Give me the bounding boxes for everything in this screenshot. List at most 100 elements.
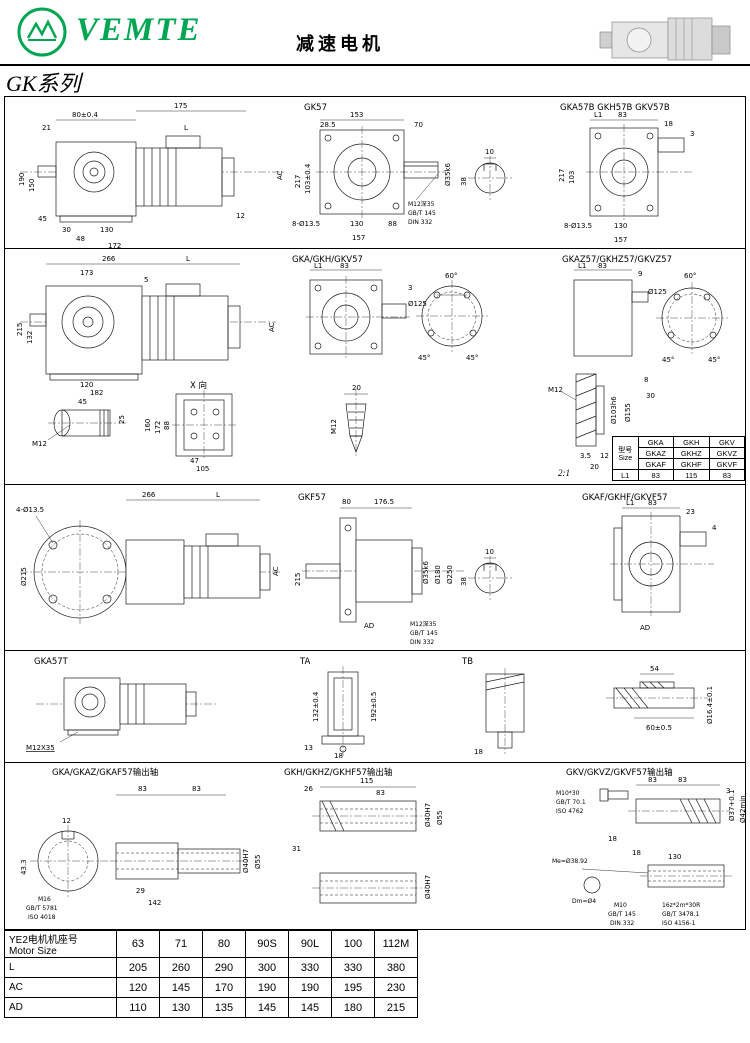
dim-label: 9 bbox=[638, 270, 642, 278]
dim-label: Ø37+0.1 bbox=[728, 790, 736, 821]
dim-cell: 170 bbox=[202, 977, 246, 998]
dim-label: Ø180 bbox=[434, 565, 442, 584]
dim-cell: 145 bbox=[288, 997, 332, 1018]
brand-logo-icon bbox=[17, 7, 67, 57]
dim-label: 60° bbox=[684, 272, 696, 280]
dim-label: 132 bbox=[26, 331, 34, 344]
panel-title: GKH/GKHZ/GKHF57输出轴 bbox=[284, 767, 392, 778]
dim-label: AD bbox=[364, 622, 374, 630]
gkf57-side-view-drawing: 266 L 4-Ø13.5 Ø215 AC bbox=[16, 491, 280, 624]
dim-label: 25 bbox=[118, 415, 126, 424]
dim-label: 8-Ø13.5 bbox=[564, 222, 592, 230]
dim-label: 45° bbox=[466, 354, 478, 362]
dim-label: 43.3 bbox=[20, 859, 28, 875]
gkf57-front-view-drawing: GKF57 80 176.5 215 Ø35k6 Ø180 Ø250 AD M1… bbox=[294, 493, 466, 646]
scale-note: 2:1 bbox=[558, 468, 570, 478]
dim-label: 20 bbox=[352, 384, 361, 392]
dim-label: L bbox=[186, 255, 190, 263]
note-label: GB/T 145 bbox=[410, 630, 438, 637]
dim-label: 182 bbox=[90, 389, 103, 397]
dim-cell: 195 bbox=[331, 977, 375, 998]
dim-label: 80 bbox=[342, 498, 351, 506]
dim-label: 83 bbox=[618, 111, 627, 119]
dim-label: 21 bbox=[42, 124, 51, 132]
x-view-drawing: X 向 160 172 88 47 105 bbox=[144, 380, 236, 473]
dim-cell: 380 bbox=[374, 957, 418, 978]
dim-cell: 110 bbox=[116, 997, 160, 1018]
size-cell: GKAF bbox=[637, 458, 674, 470]
dim-label: Ø35k6 bbox=[422, 561, 430, 584]
panel-title: GK57 bbox=[304, 103, 327, 113]
dim-cell: 230 bbox=[374, 977, 418, 998]
dim-label: 45 bbox=[78, 398, 87, 406]
dim-label: 45° bbox=[708, 356, 720, 364]
note-label: Dm=Ø4 bbox=[572, 898, 596, 905]
dim-label: Ø35k6 bbox=[444, 163, 452, 186]
dim-label: 3 bbox=[408, 284, 412, 292]
m12-cone-drawing: 20 M12 bbox=[330, 384, 368, 458]
dim-label: 175 bbox=[174, 102, 187, 110]
dim-label: 29 bbox=[136, 887, 145, 895]
flange-circle-drawing: 60° Ø125 45° 45° bbox=[408, 272, 488, 362]
motor-size-column: 80 bbox=[202, 930, 246, 958]
dim-label: 30 bbox=[646, 392, 655, 400]
motor-table-label-cn: YE2电机机座号 bbox=[9, 935, 78, 946]
note-label: GB/T 145 bbox=[408, 210, 436, 217]
dim-label: 215 bbox=[294, 573, 302, 586]
output-shaft-a-drawing: GKA/GKAZ/GKAF57输出轴 12 83 83 M16 GB/T 578… bbox=[20, 767, 262, 921]
size-cell: L1 bbox=[612, 469, 639, 481]
gearbox-photo bbox=[599, 17, 731, 61]
row-divider bbox=[4, 762, 746, 763]
dim-label: 83 bbox=[648, 776, 657, 784]
panel-title: GKA/GKAZ/GKAF57输出轴 bbox=[52, 767, 158, 778]
dim-label: 60±0.5 bbox=[646, 724, 672, 732]
dim-label: 153 bbox=[350, 111, 363, 119]
dim-cell: 145 bbox=[245, 997, 289, 1018]
dim-label: 18 bbox=[632, 849, 641, 857]
dim-label: 217 bbox=[558, 169, 566, 182]
size-cell: 83 bbox=[708, 469, 746, 481]
motor-table-label-en: Motor Size bbox=[9, 946, 57, 957]
dim-label: 3 bbox=[726, 787, 730, 795]
size-cell: GKHF bbox=[672, 458, 710, 470]
dim-label: 83 bbox=[138, 785, 147, 793]
flange-section-detail-drawing: M12 Ø103h6 Ø155 8 30 3.5 12 20 bbox=[548, 373, 655, 471]
dim-label: AD bbox=[640, 624, 650, 632]
dim-label: 8-Ø13.5 bbox=[292, 220, 320, 228]
gka57t-drawing: GKA57T M12X35 bbox=[26, 657, 216, 752]
size-table-header: 型号 Size bbox=[612, 436, 639, 470]
dim-label: 23 bbox=[686, 508, 695, 516]
row-divider bbox=[4, 248, 746, 249]
dim-label: L1 bbox=[594, 111, 602, 119]
dim-label: M12 bbox=[32, 440, 47, 448]
note-label: GB/T 70.1 bbox=[556, 799, 586, 806]
dim-label: 31 bbox=[292, 845, 301, 853]
dim-label: 28.5 bbox=[320, 121, 336, 129]
dim-label: 45° bbox=[662, 356, 674, 364]
dim-label: 132±0.4 bbox=[312, 691, 320, 722]
size-cell: GKVF bbox=[708, 458, 746, 470]
dim-label: 142 bbox=[148, 899, 161, 907]
gk57-front-view-drawing: GK57 153 28.5 70 Ø35k6 217 103±0.4 8-Ø13… bbox=[292, 103, 452, 242]
dim-label: 83 bbox=[648, 499, 657, 507]
dim-label: 130 bbox=[350, 220, 363, 228]
size-cell: GKA bbox=[637, 436, 674, 448]
dim-cell: 330 bbox=[288, 957, 332, 978]
dim-label: Ø155 bbox=[624, 403, 632, 422]
size-cell: GKV bbox=[708, 436, 746, 448]
dim-cell: 120 bbox=[116, 977, 160, 998]
gka-side-view-drawing: 266 173 L 215 132 5 120 182 AC bbox=[16, 255, 276, 397]
note-label: Me=Ø38.92 bbox=[552, 858, 588, 865]
dim-label: 8 bbox=[644, 376, 648, 384]
dim-label: 20 bbox=[590, 463, 599, 471]
dim-label: M12 bbox=[330, 419, 338, 434]
dim-row-label: L bbox=[4, 957, 117, 978]
size-cell: 115 bbox=[672, 469, 710, 481]
dim-label: Ø55 bbox=[254, 855, 262, 869]
dim-cell: 215 bbox=[374, 997, 418, 1018]
dim-label: 190 bbox=[18, 173, 26, 186]
dim-label: 47 bbox=[190, 457, 199, 465]
dim-cell: 135 bbox=[202, 997, 246, 1018]
note-label: M10*30 bbox=[556, 790, 580, 797]
dim-label: 192±0.5 bbox=[370, 692, 378, 722]
